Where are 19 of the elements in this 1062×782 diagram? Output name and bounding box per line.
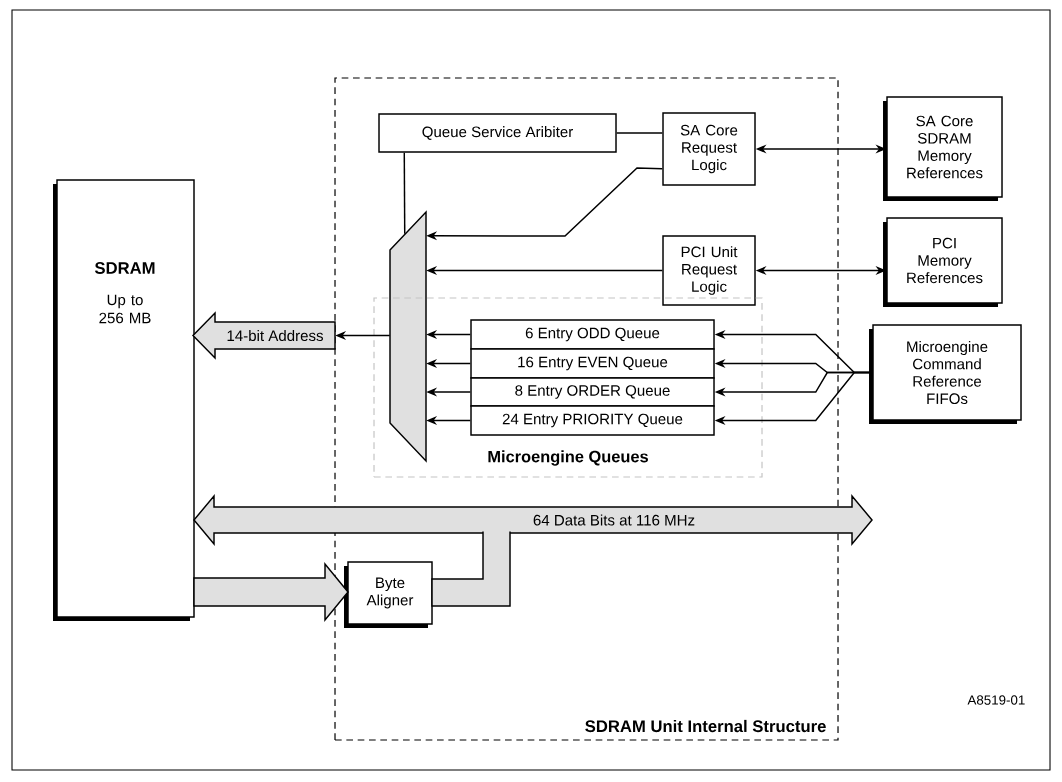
reference-box: SA Core SDRAM Memory References [883,96,1003,201]
connector-line [403,152,406,235]
reference-box: PCI Memory References [883,217,1003,307]
logic-box: PCI Unit Request Logic [662,235,756,306]
figure-number: A8519-01 [967,695,1025,705]
connector-line [616,132,663,134]
reference-box: Microengine Command Reference FIFOs [869,324,1022,424]
queue-row: 24 Entry PRIORITY Queue [470,405,715,436]
aligner-box: Byte Aligner [344,561,433,628]
logic-box: SA Core Request Logic [662,112,756,186]
arbiter-box: Queue Service Aribiter [378,113,617,153]
multiplexer-shape [389,210,427,463]
memory-block: SDRAM Up to 256 MB [53,179,195,621]
bus-branch [431,530,511,607]
queue-row: 8 Entry ORDER Queue [470,377,715,407]
queue-row: 6 Entry ODD Queue [470,319,715,350]
bus-arrow [193,561,349,623]
queue-row: 16 Entry EVEN Queue [470,348,715,379]
edge-label: 64 Data Bits at 116 MHz [531,513,697,527]
